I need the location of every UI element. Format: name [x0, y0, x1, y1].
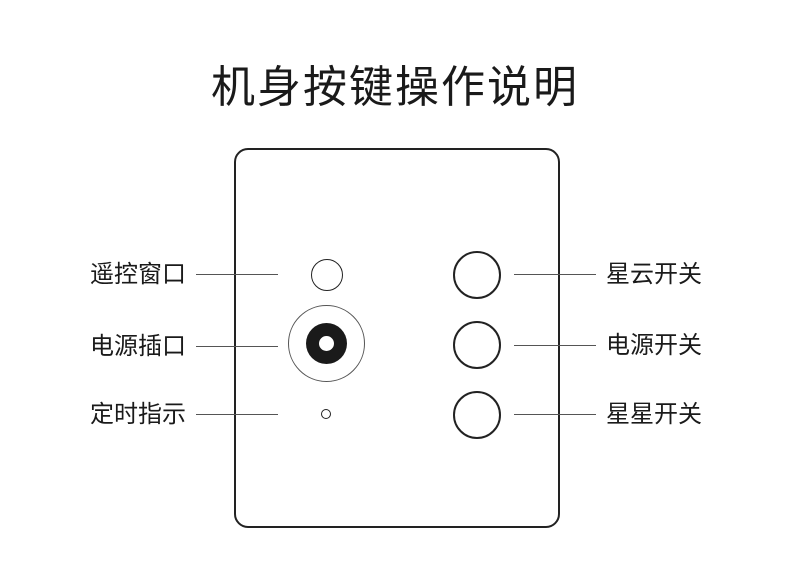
device-panel [234, 148, 560, 528]
leader-line-timer-indicator [196, 414, 278, 415]
timer-indicator-led [321, 409, 331, 419]
page-title: 机身按键操作说明 [211, 62, 579, 113]
leader-line-remote-window [196, 274, 278, 275]
leader-line-nebula-switch [514, 274, 596, 275]
stars-switch-button[interactable] [453, 391, 501, 439]
label-power-port: 电源插口 [90, 332, 186, 360]
power-switch-button[interactable] [453, 321, 501, 369]
leader-line-power-switch [514, 345, 596, 346]
nebula-switch-button[interactable] [453, 251, 501, 299]
remote-window-sensor [311, 259, 343, 291]
label-timer-indicator: 定时指示 [90, 400, 186, 428]
leader-line-stars-switch [514, 414, 596, 415]
label-remote-window: 遥控窗口 [90, 260, 186, 288]
power-port-jack-hole [319, 336, 334, 351]
label-power-switch: 电源开关 [606, 331, 702, 359]
leader-line-power-port [196, 346, 278, 347]
label-stars-switch: 星星开关 [606, 400, 702, 428]
power-port-ring [288, 305, 365, 382]
label-nebula-switch: 星云开关 [606, 260, 702, 288]
